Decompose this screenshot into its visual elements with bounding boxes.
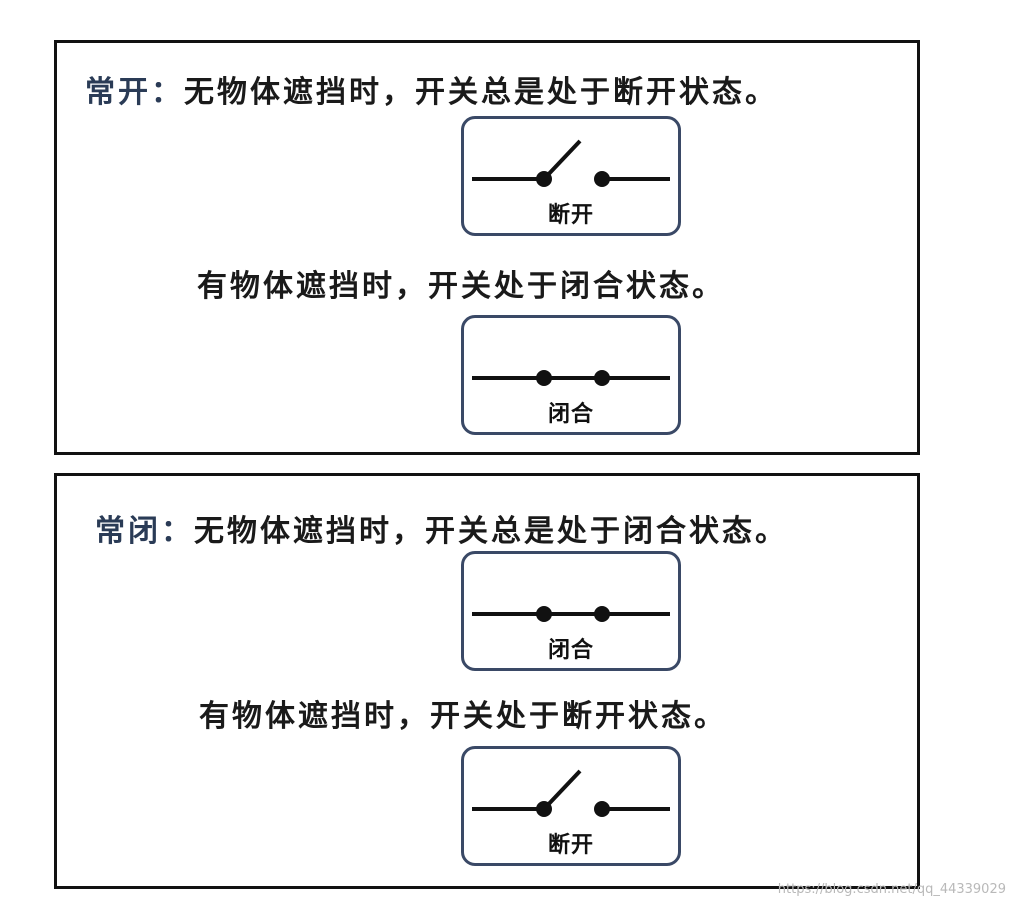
normally-closed-blocked-text: 有物体遮挡时，开关处于断开状态。 (199, 699, 727, 734)
open-switch-diagram: 断开 (461, 746, 681, 866)
closed-switch-icon (472, 370, 670, 386)
normally-open-description: 无物体遮挡时，开关总是处于断开状态。 (184, 75, 778, 110)
open-switch-icon (472, 769, 670, 817)
closed-switch-label: 闭合 (547, 638, 594, 663)
normally-closed-description: 无物体遮挡时，开关总是处于闭合状态。 (194, 514, 788, 549)
closed-switch-diagram: 闭合 (461, 551, 681, 671)
open-switch-icon (472, 139, 670, 187)
switch-blade-open (542, 769, 582, 811)
open-switch-label: 断开 (547, 833, 594, 858)
normally-open-heading: 常开：无物体遮挡时，开关总是处于断开状态。 (85, 67, 778, 111)
closed-switch-label: 闭合 (547, 402, 594, 427)
switch-blade-open (542, 139, 582, 181)
normally-open-panel: 常开：无物体遮挡时，开关总是处于断开状态。 断开 有物体遮挡时，开关处于闭合状态… (54, 40, 920, 455)
watermark-url: https://blog.csdn.net/qq_44339029 (777, 882, 1006, 897)
normally-closed-heading: 常闭：无物体遮挡时，开关总是处于闭合状态。 (95, 506, 788, 550)
open-switch-diagram: 断开 (461, 116, 681, 236)
normally-open-mode-label: 常开： (85, 75, 184, 110)
normally-open-blocked-text: 有物体遮挡时，开关处于闭合状态。 (197, 269, 725, 304)
closed-switch-icon (472, 606, 670, 622)
closed-switch-diagram: 闭合 (461, 315, 681, 435)
normally-closed-mode-label: 常闭： (95, 514, 194, 549)
open-switch-label: 断开 (547, 203, 594, 228)
normally-closed-panel: 常闭：无物体遮挡时，开关总是处于闭合状态。 闭合 有物体遮挡时，开关处于断开状态… (54, 473, 920, 889)
